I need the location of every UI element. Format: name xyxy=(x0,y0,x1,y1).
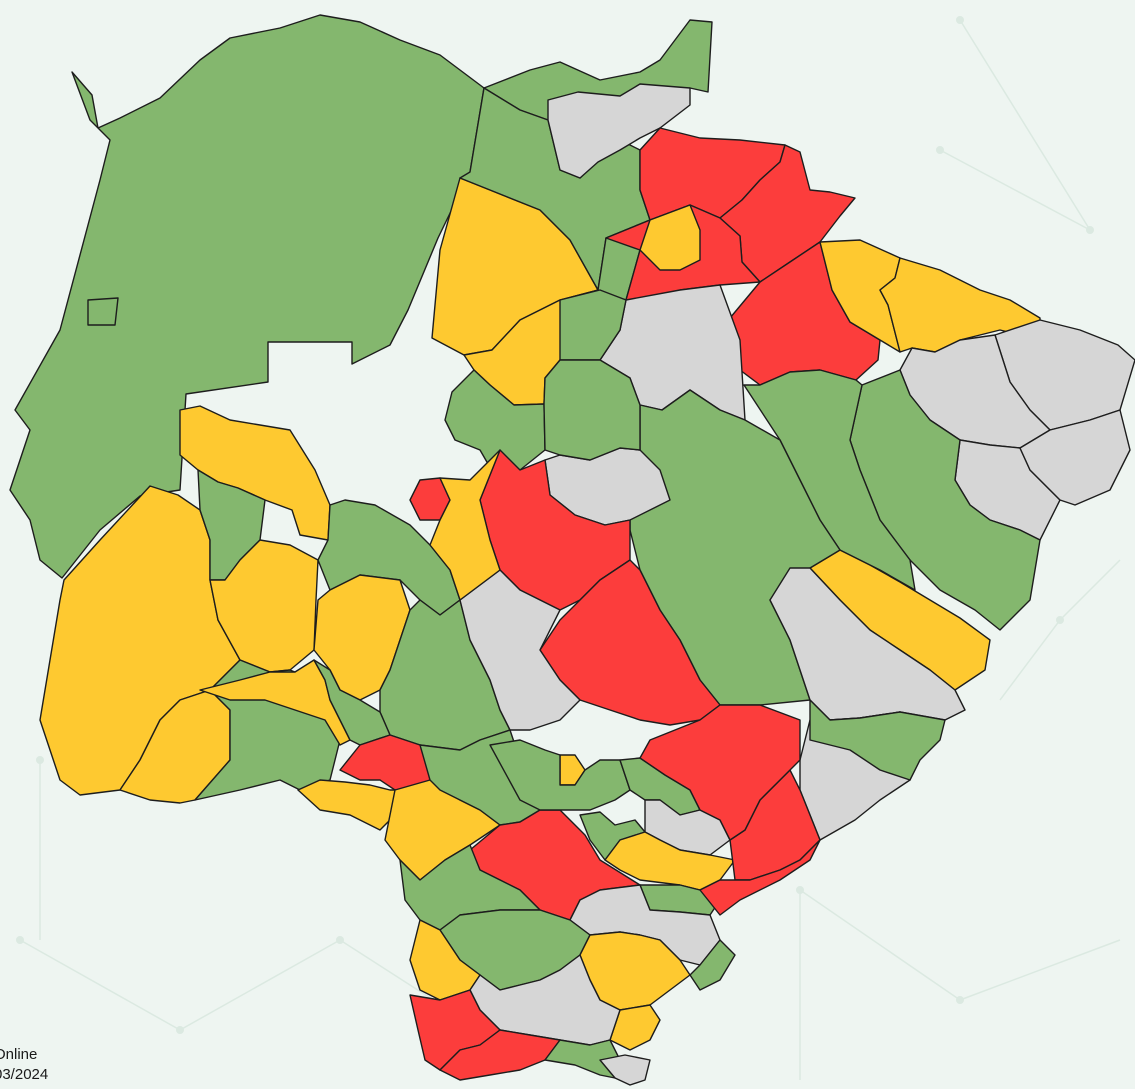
municipio-71 xyxy=(639,704,801,841)
municipio-22 xyxy=(769,567,966,721)
municipio-16 xyxy=(1019,409,1131,506)
municipio-05 xyxy=(547,83,691,179)
municipio-74 xyxy=(429,449,501,601)
municipio-25 xyxy=(809,699,946,781)
municipio-69 xyxy=(539,559,721,726)
municipio-70 xyxy=(459,569,581,731)
caption-line-1: Online xyxy=(0,1046,38,1063)
municipio-41 xyxy=(297,779,401,831)
municipio-62 xyxy=(599,1054,651,1086)
caption-line-2: 03/2024 xyxy=(0,1066,49,1083)
municipio-67 xyxy=(543,359,641,461)
municipio-01 xyxy=(9,14,485,579)
municipio-72 xyxy=(87,297,119,326)
municipio-65 xyxy=(699,839,821,916)
municipio-66 xyxy=(639,204,701,271)
map-caption: Online 03/2024 xyxy=(0,1045,48,1085)
municipio-46 xyxy=(489,739,631,811)
municipio-63 xyxy=(689,939,736,991)
